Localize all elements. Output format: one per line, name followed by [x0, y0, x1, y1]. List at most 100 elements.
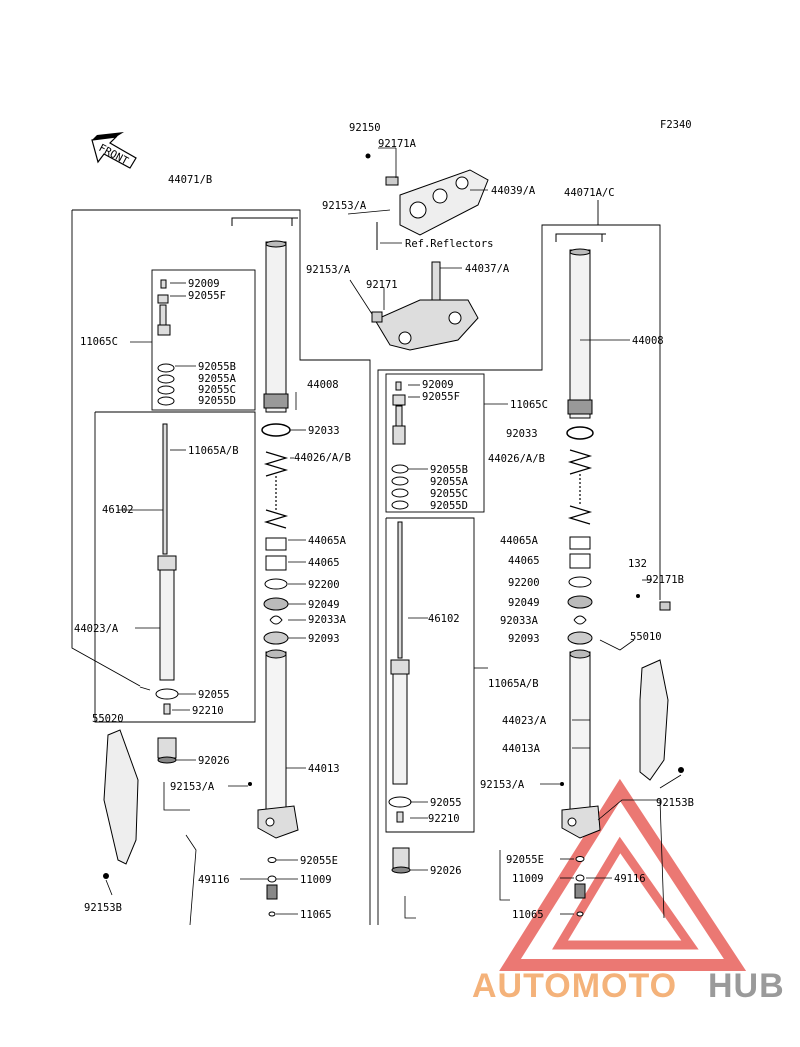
- label-left-11065C: 11065C: [80, 336, 118, 348]
- right-outer-tube: [555, 233, 606, 419]
- right-inner-tube: [561, 649, 601, 839]
- label-right-132: 132: [628, 558, 647, 570]
- left-bolt-92153B: [103, 873, 109, 879]
- upper-triple-clamp: [376, 169, 489, 250]
- label-left-11065AB: 11065A/B: [188, 445, 239, 457]
- label-right-44026AB: 44026/A/B: [488, 453, 545, 465]
- label-left-92026: 92026: [198, 755, 230, 767]
- label-left-92033A: 92033A: [308, 614, 347, 626]
- label-left-92055: 92055: [198, 689, 230, 701]
- left-outer-tube: [231, 217, 298, 413]
- label-left-92055F: 92055F: [188, 290, 226, 302]
- label-44071B: 44071/B: [168, 174, 212, 186]
- label-left-92055C: 92055C: [198, 384, 236, 396]
- label-right-11009: 11009: [512, 873, 544, 885]
- part-labels: 92150 92171A 44039/A 44071/B 44071A/C 92…: [74, 122, 694, 921]
- label-right-92171B: 92171B: [646, 574, 684, 586]
- label-left-44065: 44065: [308, 557, 340, 569]
- label-right-92026: 92026: [430, 865, 462, 877]
- label-right-92210: 92210: [428, 813, 460, 825]
- label-92171: 92171: [366, 279, 398, 291]
- bolt-92150: [365, 153, 371, 159]
- label-right-46102: 46102: [428, 613, 460, 625]
- label-right-92033A: 92033A: [500, 615, 539, 627]
- label-left-11065: 11065: [300, 909, 332, 921]
- left-lower-parts: [266, 857, 278, 917]
- right-fork-spring: [567, 449, 593, 525]
- label-92153A-top: 92153/A: [322, 200, 367, 212]
- watermark-triangle-inner: [552, 836, 699, 950]
- right-bolt-92153: [560, 782, 564, 786]
- label-right-92055F: 92055F: [422, 391, 460, 403]
- label-right-92033: 92033: [506, 428, 538, 440]
- frame-lines: [71, 200, 661, 925]
- label-right-92093: 92093: [508, 633, 540, 645]
- label-left-92210: 92210: [192, 705, 224, 717]
- label-right-92055: 92055: [430, 797, 462, 809]
- label-left-44013: 44013: [308, 763, 340, 775]
- label-right-55010: 55010: [630, 631, 662, 643]
- label-44039A: 44039/A: [491, 185, 536, 197]
- label-right-44013A: 44013A: [502, 743, 541, 755]
- watermark-hub: HUB: [708, 967, 785, 1005]
- right-fork-guard: [639, 659, 669, 781]
- left-fork-guard: [103, 729, 139, 865]
- label-left-92033: 92033: [308, 425, 340, 437]
- right-lower-parts: [574, 856, 586, 917]
- label-92150: 92150: [349, 122, 381, 134]
- label-right-92009: 92009: [422, 379, 454, 391]
- label-right-92055B: 92055B: [430, 464, 468, 476]
- label-ref-reflectors: Ref.Reflectors: [405, 238, 494, 250]
- label-right-44065A: 44065A: [500, 535, 539, 547]
- label-left-11009: 11009: [300, 874, 332, 886]
- label-right-11065: 11065: [512, 909, 544, 921]
- label-left-44065A: 44065A: [308, 535, 347, 547]
- label-right-11065C: 11065C: [510, 399, 548, 411]
- label-right-92055A: 92055A: [430, 476, 469, 488]
- label-left-92055D: 92055D: [198, 395, 236, 407]
- left-collars: [263, 537, 289, 645]
- label-left-92093: 92093: [308, 633, 340, 645]
- label-left-55020: 55020: [92, 713, 124, 725]
- figure-code: F2340: [660, 119, 692, 131]
- label-left-49116: 49116: [198, 874, 230, 886]
- leader-lines: [105, 147, 682, 926]
- right-clip-92171B: [659, 601, 671, 611]
- label-left-46102: 46102: [102, 504, 134, 516]
- front-arrow-icon: FRONT: [91, 132, 137, 169]
- label-92153A-mid: 92153/A: [306, 264, 351, 276]
- label-44071AC: 44071A/C: [564, 187, 615, 199]
- label-right-92200: 92200: [508, 577, 540, 589]
- right-bolt-132: [636, 594, 640, 598]
- label-left-92055E: 92055E: [300, 855, 338, 867]
- label-right-11065AB: 11065A/B: [488, 678, 539, 690]
- label-left-92049: 92049: [308, 599, 340, 611]
- right-oring-92033: [566, 426, 594, 440]
- left-oring-92033: [261, 423, 291, 437]
- left-cartridge-box: [94, 269, 256, 723]
- label-left-92055A: 92055A: [198, 373, 237, 385]
- left-fork-spring: [263, 451, 289, 529]
- left-bolt-92153: [248, 782, 252, 786]
- label-left-44023A: 44023/A: [74, 623, 119, 635]
- label-44037A: 44037/A: [465, 263, 510, 275]
- left-inner-tube: [257, 649, 299, 839]
- watermark: AUTOMOTO HUB: [472, 778, 785, 1005]
- label-right-92153A: 92153/A: [480, 779, 525, 791]
- label-left-92200: 92200: [308, 579, 340, 591]
- label-left-92009: 92009: [188, 278, 220, 290]
- right-collars: [567, 536, 593, 645]
- label-right-44065: 44065: [508, 555, 540, 567]
- label-right-92049: 92049: [508, 597, 540, 609]
- label-right-92055C: 92055C: [430, 488, 468, 500]
- left-cartridge-parts: [155, 279, 179, 764]
- label-left-92153A: 92153/A: [170, 781, 215, 793]
- watermark-triangle: [499, 778, 747, 971]
- label-left-92055B: 92055B: [198, 361, 236, 373]
- right-cartridge-parts: [388, 381, 412, 874]
- steering-stem: [371, 261, 479, 351]
- right-bolt-92153B: [678, 767, 684, 773]
- label-left-44008: 44008: [307, 379, 339, 391]
- label-right-92055E: 92055E: [506, 854, 544, 866]
- label-left-44026AB: 44026/A/B: [294, 452, 351, 464]
